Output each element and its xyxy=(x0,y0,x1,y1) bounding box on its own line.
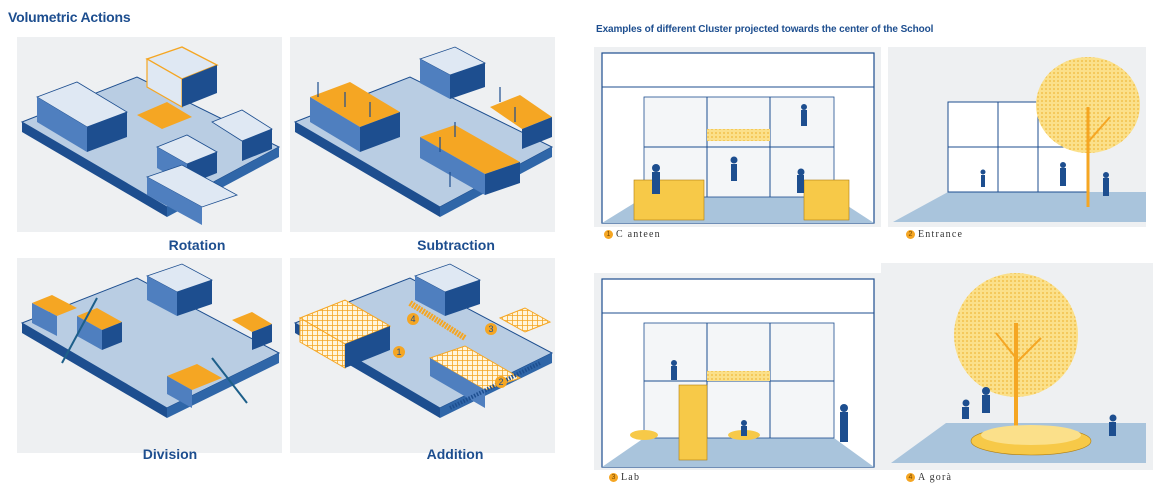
lab-scene xyxy=(594,273,881,470)
subtraction-label: Subtraction xyxy=(417,237,495,253)
addition-marker-2: 2 xyxy=(495,376,507,388)
canteen-scene xyxy=(594,47,881,227)
scene-caption-canteen: 1 C anteen xyxy=(604,229,661,240)
entrance-scene xyxy=(888,47,1146,227)
division-label: Division xyxy=(142,446,198,462)
subtraction-diagram xyxy=(290,37,555,232)
volumetric-actions-title: Volumetric Actions xyxy=(8,9,131,25)
scene-caption-lab: 3 Lab xyxy=(609,472,640,483)
scene-number-2: 2 xyxy=(906,230,915,239)
rotation-label: Rotation xyxy=(168,237,226,253)
scene-number-1: 1 xyxy=(604,230,613,239)
addition-label: Addition xyxy=(426,446,484,462)
addition-marker-4: 4 xyxy=(407,313,419,325)
scene-label-canteen: C anteen xyxy=(616,229,661,240)
addition-diagram: 1 2 3 4 xyxy=(290,258,555,453)
scene-caption-agora: 4 A gorà xyxy=(906,472,952,483)
scene-label-agora: A gorà xyxy=(918,472,953,483)
clusters-title: Examples of different Cluster projected … xyxy=(596,24,934,35)
division-diagram xyxy=(17,258,282,453)
rotation-diagram xyxy=(17,37,282,232)
scene-caption-entrance: 2 Entrance xyxy=(906,229,963,240)
agora-scene xyxy=(881,263,1153,470)
scene-number-3: 3 xyxy=(609,473,618,482)
scene-label-lab: Lab xyxy=(621,472,641,483)
addition-marker-3: 3 xyxy=(485,323,497,335)
scene-label-entrance: Entrance xyxy=(918,229,964,240)
scene-number-4: 4 xyxy=(906,473,915,482)
addition-marker-1: 1 xyxy=(393,346,405,358)
